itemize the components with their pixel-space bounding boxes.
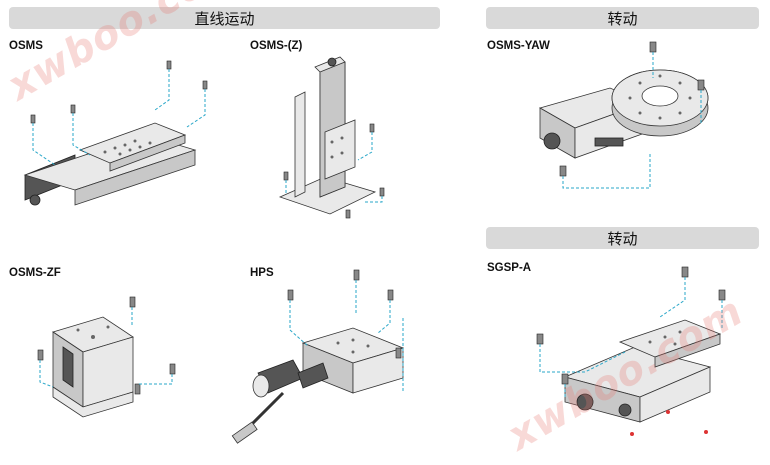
label-osms-z: OSMS-(Z) (250, 40, 303, 52)
hps-stage-drawing (231, 269, 405, 444)
header-linear-motion: 直线运动 (9, 7, 440, 29)
header-linear-motion-text: 直线运动 (194, 9, 255, 28)
osms-stage-drawing (23, 60, 208, 206)
osms-z-stage-drawing (278, 56, 385, 219)
header-rotation-bottom: 转动 (486, 227, 759, 249)
sgsp-a-stage-drawing (536, 266, 726, 436)
header-rotation-top: 转动 (486, 7, 759, 29)
label-sgsp-a: SGSP-A (487, 262, 532, 274)
label-osms: OSMS (9, 40, 43, 52)
osms-zf-stage-drawing (37, 296, 176, 418)
label-osms-zf: OSMS-ZF (9, 267, 61, 279)
header-rotation-bottom-text: 转动 (607, 229, 638, 248)
osms-yaw-stage-drawing (538, 41, 709, 189)
label-osms-yaw: OSMS-YAW (487, 40, 550, 52)
label-hps: HPS (250, 267, 274, 279)
header-rotation-top-text: 转动 (607, 9, 638, 28)
